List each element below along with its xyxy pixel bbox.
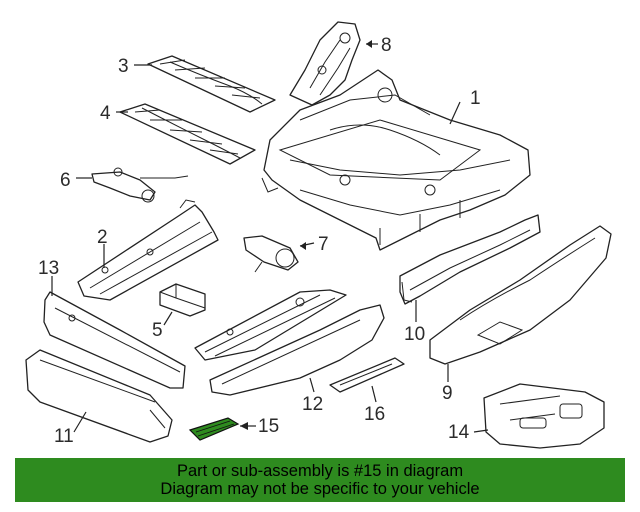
callout-3: 3 [118,56,129,77]
callout-8: 8 [381,35,392,56]
part-3-spring-mat [147,55,276,113]
part-4-seat-pan [119,103,256,165]
callout-14: 14 [448,422,470,443]
callout-12: 12 [302,394,323,415]
part-15-highlighted [188,417,240,441]
part-11-panel [25,349,173,443]
callout-15: 15 [258,416,279,437]
callout-10: 10 [404,324,425,345]
part-2-seat-rail [77,199,219,301]
part-10-bracket [399,214,541,305]
banner-line-2: Diagram may not be specific to your vehi… [160,480,480,498]
arrowhead-15 [240,422,248,430]
callout-6: 6 [60,170,71,191]
callout-1: 1 [470,88,481,109]
callout-16: 16 [364,404,385,425]
callout-4: 4 [100,103,111,124]
part-12-trim [209,304,385,396]
lower-rail [194,289,347,361]
callout-7: 7 [318,234,329,255]
part-5-module [159,283,206,317]
leader-lines [51,40,489,433]
highlight-banner: Part or sub-assembly is #15 in diagram D… [15,458,625,502]
part-6-motor [91,167,189,203]
part-16-strip [329,357,405,393]
callout-13: 13 [38,258,59,279]
callout-5: 5 [152,320,163,341]
part-7-actuator [243,235,299,273]
callout-2: 2 [97,227,108,248]
callout-11: 11 [54,426,74,447]
part-9-side-trim [429,225,612,365]
part-13-cover [43,291,186,389]
banner-line-1: Part or sub-assembly is #15 in diagram [176,462,464,480]
part-1-seat-frame [261,69,531,251]
part-8-bracket [289,21,361,106]
callout-9: 9 [442,383,453,404]
part-14-switch-panel [483,383,605,449]
